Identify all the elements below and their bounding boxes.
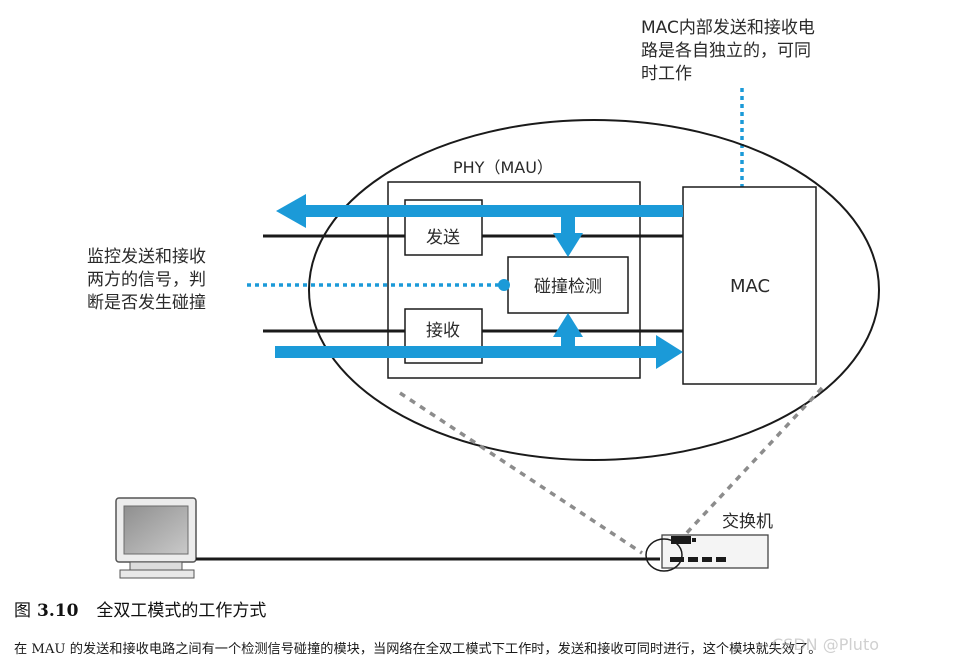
figure-number: 3.10 — [37, 601, 79, 621]
mac-box — [682, 186, 817, 385]
switch-icon — [661, 534, 769, 569]
detect-annotation: 监控发送和接收 两方的信号，判 断是否发生碰撞 — [87, 247, 206, 313]
zoom-link-left — [399, 391, 643, 555]
monitor-icon — [115, 497, 197, 579]
mac-annotation-line-3: 时工作 — [641, 64, 692, 84]
phy-label: PHY（MAU） — [453, 158, 553, 177]
detect-annotation-line-1: 监控发送和接收 — [87, 247, 206, 267]
send-label: 发送 — [426, 228, 460, 248]
switch-port-highlight — [645, 538, 683, 572]
zoom-link-right — [666, 386, 824, 555]
watermark: CSDN @Pluto — [772, 635, 879, 654]
figure-title: 全双工模式的工作方式 — [96, 601, 267, 621]
mac-annotation: MAC内部发送和接收电 路是各自独立的，可同 时工作 — [641, 18, 815, 84]
figure-caption: 图 3.10 全双工模式的工作方式 — [14, 596, 939, 622]
body-paragraph: 在 MAU 的发送和接收电路之间有一个检测信号碰撞的模块，当网络在全双工模式下工… — [14, 642, 822, 657]
switch-label: 交换机 — [722, 512, 773, 532]
mac-annotation-line-2: 路是各自独立的，可同 — [641, 41, 811, 61]
receive-monitor-arrow — [553, 313, 583, 347]
mac-label: MAC — [730, 276, 770, 297]
detect-annotation-line-2: 两方的信号，判 — [87, 270, 206, 290]
collision-detect-label: 碰撞检测 — [534, 277, 602, 297]
detect-annotation-line-3: 断是否发生碰撞 — [87, 293, 206, 313]
send-monitor-arrow — [553, 217, 583, 257]
detect-annotation-dot — [498, 279, 510, 291]
collision-detect-box — [507, 256, 629, 314]
full-duplex-diagram: MAC内部发送和接收电 路是各自独立的，可同 时工作 PHY（MAU） MAC … — [87, 18, 880, 579]
mac-annotation-line-1: MAC内部发送和接收电 — [641, 18, 815, 38]
receive-flow-arrow — [275, 335, 683, 369]
figure-caption-prefix: 图 — [14, 601, 31, 621]
zoom-ellipse — [308, 119, 880, 461]
receive-label: 接收 — [426, 321, 460, 341]
send-flow-arrow — [276, 194, 683, 228]
